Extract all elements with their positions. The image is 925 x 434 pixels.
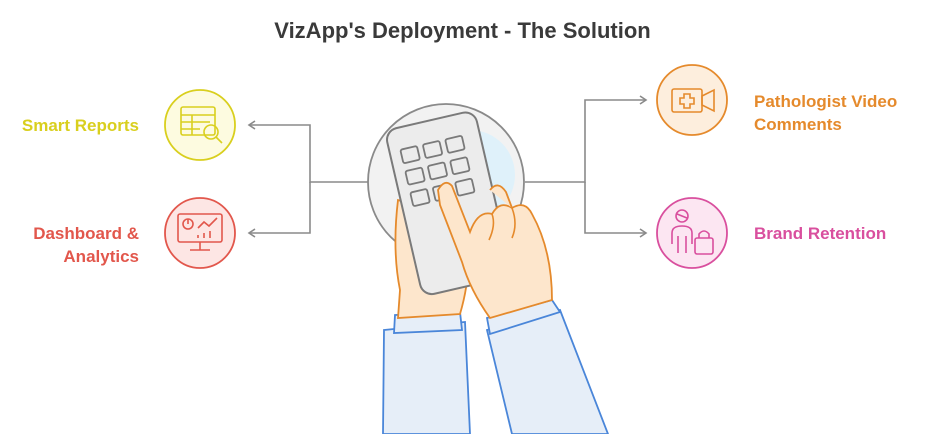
label-dashboard-line2: Analytics [63,247,139,266]
hand-holding-device-illustration [382,111,609,434]
connector-lines [247,95,648,238]
label-video-line1: Pathologist Video [754,92,898,111]
label-brand-retention: Brand Retention [754,224,887,243]
table-search-icon [164,89,236,161]
label-dashboard-analytics: Dashboard & Analytics [0,222,139,268]
label-pathologist-video-comments: Pathologist Video Comments [754,90,924,136]
label-video-line2: Comments [754,115,842,134]
label-smart-reports: Smart Reports [21,116,139,135]
label-dashboard-line1: Dashboard & [33,224,139,243]
page-title: VizApp's Deployment - The Solution [274,18,651,43]
medical-video-icon [656,64,728,136]
monitor-chart-icon [164,197,236,269]
shopper-bag-icon [656,197,728,269]
left-sleeve [382,321,471,434]
right-hand [437,181,553,320]
